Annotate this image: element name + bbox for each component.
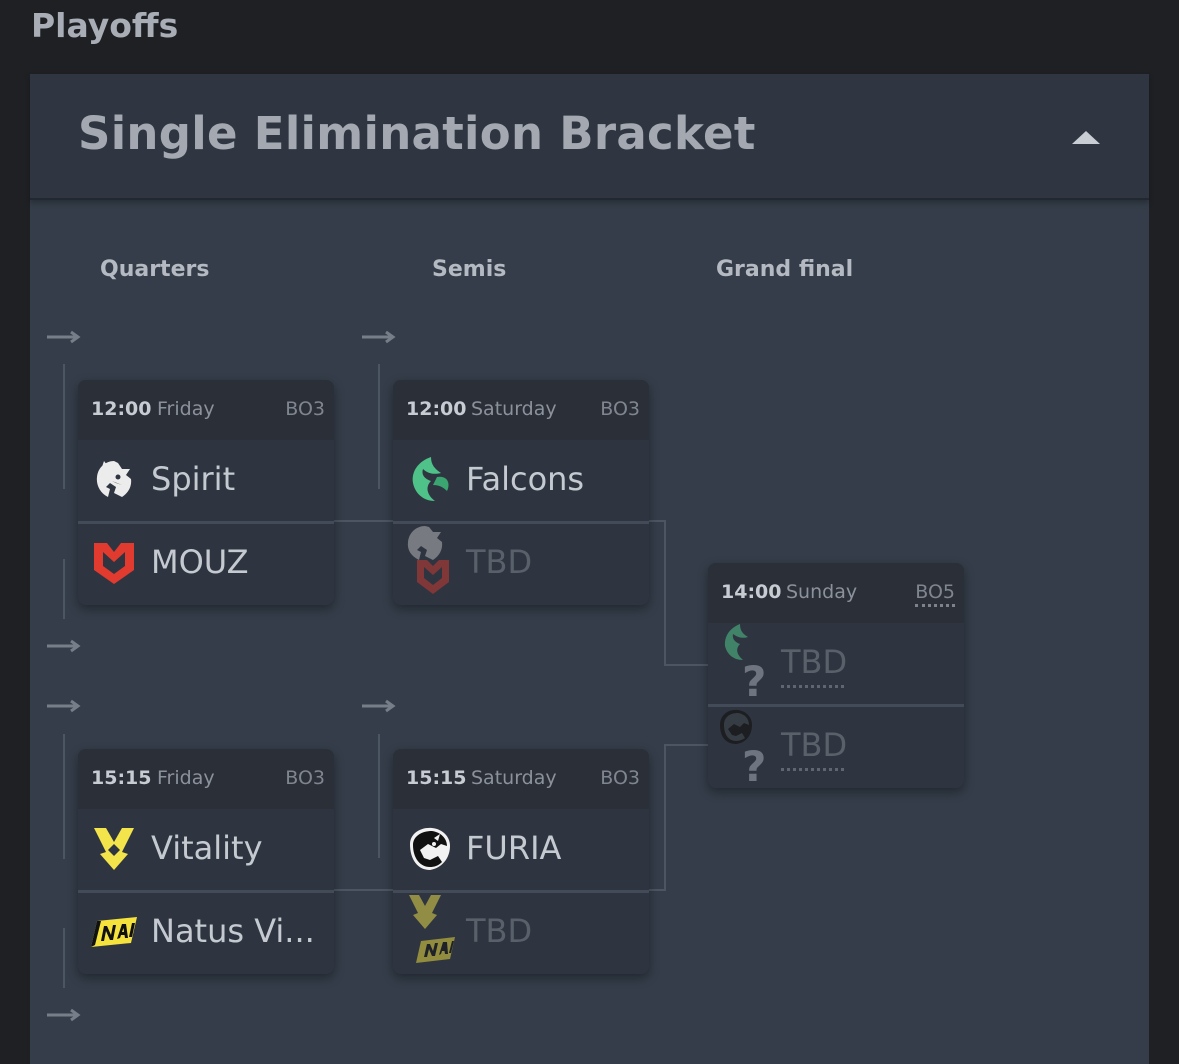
match-day: Saturday xyxy=(471,398,557,420)
match-header: 15:15 Friday BO3 xyxy=(78,749,334,809)
team-row[interactable]: MOUZ xyxy=(78,524,334,604)
round-label-grand-final: Grand final xyxy=(716,257,854,282)
team-name: FURIA xyxy=(466,829,562,867)
page-title: Playoffs xyxy=(31,6,179,45)
match-day: Sunday xyxy=(786,581,858,603)
team-name: Spirit xyxy=(151,460,236,498)
furia-or-unknown-icon: ? xyxy=(720,709,766,787)
team-row[interactable]: Vitality xyxy=(78,810,334,890)
svg-text:?: ? xyxy=(742,742,766,787)
arrow-right-icon xyxy=(47,699,81,713)
match-time: 15:15 xyxy=(406,767,467,789)
falcons-or-unknown-icon: ? xyxy=(724,624,766,704)
team-name-tbd: TBD xyxy=(466,543,533,581)
connector-line xyxy=(648,520,665,522)
match-day: Friday xyxy=(157,398,215,420)
bracket-panel: Single Elimination Bracket Quarters Semi… xyxy=(30,74,1149,1064)
match-time: 14:00 xyxy=(721,581,782,603)
connector-line xyxy=(378,364,380,489)
match-day: Friday xyxy=(157,767,215,789)
arrow-right-icon xyxy=(362,699,396,713)
team-name-tbd[interactable]: TBD xyxy=(781,643,848,681)
team-row[interactable]: ? TBD xyxy=(708,707,964,787)
connector-line xyxy=(333,520,393,522)
divider xyxy=(393,521,649,524)
svg-text:?: ? xyxy=(742,657,766,704)
connector-line xyxy=(648,889,665,891)
match-header: 15:15 Saturday BO3 xyxy=(393,749,649,809)
team-name: Falcons xyxy=(466,460,585,498)
match-format: BO3 xyxy=(285,767,325,789)
match-card-grand-final[interactable]: 14:00 Sunday BO5 ? TBD ? TBD xyxy=(708,563,964,788)
team-row[interactable]: Natus Vi... xyxy=(78,893,334,973)
connector-line xyxy=(63,734,65,859)
team-name: MOUZ xyxy=(151,543,249,581)
spirit-or-mouz-icon xyxy=(407,526,449,594)
collapse-button[interactable] xyxy=(1066,124,1106,150)
arrow-right-icon xyxy=(47,330,81,344)
arrow-right-icon xyxy=(47,639,81,653)
match-card-semifinal-1[interactable]: 12:00 Saturday BO3 Falcons TBD xyxy=(393,380,649,605)
tbd-underline xyxy=(781,685,844,688)
arrow-right-icon xyxy=(362,330,396,344)
connector-line xyxy=(63,928,65,988)
connector-line xyxy=(664,520,666,666)
vitality-or-navi-icon xyxy=(409,895,455,963)
furia-panther-icon xyxy=(410,827,450,870)
tbd-underline xyxy=(781,768,844,771)
connector-line xyxy=(63,364,65,489)
connector-line xyxy=(63,559,65,619)
spirit-dragon-icon xyxy=(96,461,132,497)
falcons-logo-icon xyxy=(412,457,449,501)
team-name: Natus Vi... xyxy=(151,912,315,950)
match-card-quarterfinal-2[interactable]: 15:15 Friday BO3 Vitality Natus Vi... xyxy=(78,749,334,974)
match-header: 14:00 Sunday BO5 xyxy=(708,563,964,623)
match-format: BO3 xyxy=(600,398,640,420)
round-label-semis: Semis xyxy=(432,257,507,282)
divider xyxy=(78,890,334,893)
mouz-logo-icon xyxy=(94,543,134,584)
round-label-quarters: Quarters xyxy=(100,257,210,282)
match-time: 15:15 xyxy=(91,767,152,789)
team-row[interactable]: Falcons xyxy=(393,441,649,521)
team-name: Vitality xyxy=(151,829,263,867)
team-row[interactable]: ? TBD xyxy=(708,624,964,704)
match-format: BO3 xyxy=(285,398,325,420)
team-row[interactable]: TBD xyxy=(393,524,649,604)
match-time: 12:00 xyxy=(91,398,152,420)
match-format[interactable]: BO5 xyxy=(915,581,955,607)
divider xyxy=(708,704,964,707)
connector-line xyxy=(378,734,380,858)
connector-line xyxy=(333,889,393,891)
team-name-tbd[interactable]: TBD xyxy=(781,726,848,764)
team-row[interactable]: Spirit xyxy=(78,441,334,521)
match-header: 12:00 Friday BO3 xyxy=(78,380,334,440)
match-card-semifinal-2[interactable]: 15:15 Saturday BO3 FURIA TBD xyxy=(393,749,649,974)
team-row[interactable]: FURIA xyxy=(393,810,649,890)
vitality-bee-icon xyxy=(94,828,134,870)
match-header: 12:00 Saturday BO3 xyxy=(393,380,649,440)
match-day: Saturday xyxy=(471,767,557,789)
team-name-tbd: TBD xyxy=(466,912,533,950)
divider xyxy=(78,521,334,524)
match-format: BO3 xyxy=(600,767,640,789)
match-card-quarterfinal-1[interactable]: 12:00 Friday BO3 Spirit MOUZ xyxy=(78,380,334,605)
divider xyxy=(393,890,649,893)
panel-header: Single Elimination Bracket xyxy=(30,74,1149,200)
caret-up-icon xyxy=(1072,131,1100,144)
connector-line xyxy=(664,664,710,666)
connector-line xyxy=(664,744,710,746)
panel-title: Single Elimination Bracket xyxy=(78,107,756,160)
navi-logo-icon xyxy=(91,917,137,947)
connector-line xyxy=(664,744,666,891)
match-time: 12:00 xyxy=(406,398,467,420)
team-row[interactable]: TBD xyxy=(393,893,649,973)
arrow-right-icon xyxy=(47,1008,81,1022)
